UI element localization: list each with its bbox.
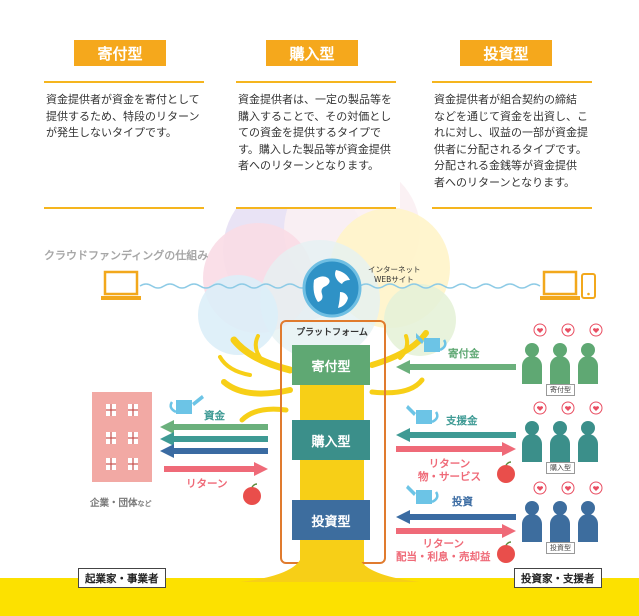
desc-bg-3 (428, 86, 596, 208)
desc-line: 者へのリターンとなります。 (238, 159, 380, 172)
funds-label: 資金 (204, 410, 225, 422)
laptop-left-icon (101, 270, 141, 300)
investment-return-line: 配当・利息・売却益 (396, 551, 491, 563)
arrow-funds-3 (160, 444, 268, 458)
org-label-text: 企業・団体 (90, 498, 138, 509)
org-label: 企業・団体など (90, 495, 152, 509)
watering-can-donation-icon (416, 333, 447, 352)
arrow-investment (396, 510, 516, 524)
arrow-return-goods (396, 442, 516, 456)
desc-bg-2 (232, 86, 400, 208)
investment-return-label: リターン 配当・利息・売却益 (396, 538, 491, 564)
apple-left-icon (243, 483, 261, 505)
platform-label: プラットフォーム (296, 328, 368, 338)
support-return-line: リターン (428, 458, 471, 470)
group-label-donation: 寄付型 (546, 384, 575, 396)
desc-line: 供者に分配されるタイプです。 (434, 142, 587, 156)
support-return-line: 物・サービス (418, 471, 481, 483)
platform-box-investment: 投資型 (292, 500, 370, 540)
rule-bottom-1 (44, 207, 204, 209)
org-label-suffix: など (137, 500, 152, 508)
desc-line: 提供するため、特段のリターン (46, 109, 200, 123)
desc-line: 資金提供者が組合契約の締結 (434, 93, 577, 106)
left-arrows (160, 420, 268, 476)
web-site-text: WEBサイト (374, 275, 414, 284)
desc-line: 資金提供者は、一定の製品等を (238, 93, 392, 106)
desc-line: れに対し、収益の一部が資金提 (434, 126, 588, 139)
laptop-right-icon (540, 270, 580, 300)
watering-can-left-icon (169, 395, 204, 414)
platform-box-purchase: 購入型 (292, 420, 370, 460)
arrow-support (396, 428, 516, 442)
desc-line: 者へのリターンとなります。 (434, 175, 576, 189)
desc-line: などを通じて資金を出資し、こ (434, 109, 588, 123)
arrow-funds-1 (160, 420, 268, 434)
arrow-donation (396, 360, 516, 374)
building-icon (92, 392, 152, 482)
type-tag-investment: 投資型 (460, 40, 552, 66)
footer-right-label: 投資家・支援者 (514, 568, 602, 588)
type-tag-purchase: 購入型 (266, 40, 358, 66)
group-label-purchase: 購入型 (546, 462, 575, 474)
rule-top-2 (236, 81, 396, 83)
apple-right-2-icon (497, 541, 515, 563)
phone-icon (581, 273, 596, 299)
arrow-return-left (164, 462, 268, 476)
internet-text: インターネット (368, 265, 421, 274)
rule-bottom-2 (236, 207, 396, 209)
group-label-investment: 投資型 (546, 542, 575, 554)
footer-left-label: 起業家・事業者 (78, 568, 166, 588)
platform-box-donation: 寄付型 (292, 345, 370, 385)
people-group-donation (522, 323, 603, 384)
diagram-title: クラウドファンディングの仕組み (44, 249, 209, 262)
desc-donation: 資金提供者が資金を寄付として 提供するため、特段のリターン が発生しないタイプで… (46, 92, 206, 142)
watering-can-investment-icon (406, 485, 439, 504)
desc-line: が発生しないタイプです。 (46, 126, 177, 139)
rule-top-3 (432, 81, 592, 83)
desc-purchase: 資金提供者は、一定の製品等を 購入することで、その対価とし ての資金を提供するタ… (238, 92, 400, 175)
rule-top-1 (44, 81, 204, 83)
support-return-label: リターン 物・サービス (418, 458, 481, 484)
investment-return-line: リターン (422, 538, 464, 550)
arrow-return-dividends (396, 524, 516, 538)
desc-line: 購入することで、その対価とし (238, 109, 392, 123)
arrow-funds-2 (160, 432, 268, 446)
return-label-left: リターン (186, 478, 228, 490)
desc-investment: 資金提供者が組合契約の締結 などを通じて資金を出資し、こ れに対し、収益の一部が… (434, 92, 596, 191)
globe-icon (302, 258, 362, 318)
desc-line: ての資金を提供するタイプで (238, 126, 381, 139)
support-label: 支援金 (446, 415, 478, 427)
investment-label: 投資 (452, 496, 473, 508)
tree-root (240, 560, 420, 582)
rule-bottom-3 (432, 207, 592, 209)
desc-line: す。購入した製品等が資金提供 (238, 142, 391, 156)
apple-right-1-icon (497, 461, 515, 483)
donation-label: 寄付金 (448, 348, 480, 360)
desc-line: 資金提供者が資金を寄付として (46, 93, 200, 106)
people-group-purchase (522, 401, 603, 462)
people-group-investment (522, 481, 603, 542)
type-tag-donation: 寄付型 (74, 40, 166, 66)
internet-label: インターネット WEBサイト (368, 265, 421, 285)
desc-line: 分配される金銭等が資金提供 (434, 159, 577, 172)
watering-can-support-icon (406, 405, 439, 424)
